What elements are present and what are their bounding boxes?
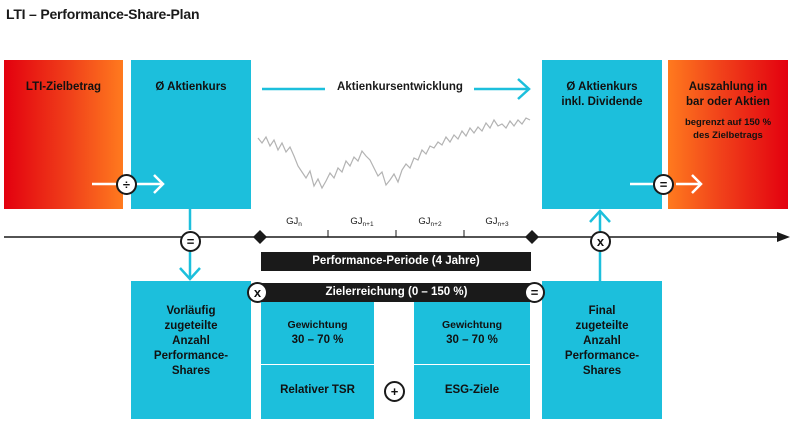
final-shares-box: Final zugeteilte Anzahl Performance- Sha… xyxy=(542,281,662,419)
fiscal-year-1: GJn xyxy=(286,216,302,228)
down-connector-head xyxy=(179,267,201,281)
up-connector-head xyxy=(589,209,611,223)
plus-operator-icon: + xyxy=(384,381,405,402)
weight1-divider xyxy=(261,364,374,365)
esg-goals-label: ESG-Ziele xyxy=(444,384,500,396)
page-title: LTI – Performance-Share-Plan xyxy=(6,6,200,22)
payout-line1: Auszahlung in xyxy=(688,81,768,93)
final-line-4: Shares xyxy=(582,365,622,377)
prelim-line-2: Anzahl xyxy=(172,335,210,347)
prelim-line-4: Shares xyxy=(171,365,211,377)
lti-target-label: LTI-Zielbetrag xyxy=(25,81,102,93)
avg-price-dividend-line2: inkl. Dividende xyxy=(561,96,643,108)
preliminary-shares-box: Vorläufig zugeteilte Anzahl Performance-… xyxy=(131,281,251,419)
weight1-line1: Gewichtung xyxy=(287,319,348,331)
payout-line2: bar oder Aktien xyxy=(686,96,770,108)
development-arrow-head xyxy=(517,78,531,100)
weight2-line2: 30 – 70 % xyxy=(446,334,498,346)
payout-note-line2: des Zielbetrags xyxy=(693,130,763,141)
weight2-divider xyxy=(414,364,530,365)
avg-price-dividend-line1: Ø Aktienkurs xyxy=(566,81,638,93)
prelim-line-0: Vorläufig xyxy=(166,305,216,317)
period-start-diamond xyxy=(253,230,267,244)
final-line-1: zugeteilte xyxy=(575,320,629,332)
relative-tsr-label: Relativer TSR xyxy=(280,384,355,396)
divide-operator-icon: ÷ xyxy=(116,174,137,195)
payout-arrow-head xyxy=(691,174,703,194)
weight2-line1: Gewichtung xyxy=(441,319,503,331)
divide-arrow-head xyxy=(153,174,165,194)
weight1-line2: 30 – 70 % xyxy=(291,334,344,346)
payout-box: Auszahlung in bar oder Aktien begrenzt a… xyxy=(668,60,788,209)
prelim-line-3: Performance- xyxy=(153,350,229,362)
multiply-timeline-operator-icon: x xyxy=(590,231,611,252)
prelim-line-1: zugeteilte xyxy=(164,320,218,332)
fiscal-year-4: GJn+3 xyxy=(485,216,509,228)
stock-price-line xyxy=(257,117,531,190)
final-line-2: Anzahl xyxy=(583,335,621,347)
price-development-label: Aktienkursentwicklung xyxy=(337,81,463,93)
payout-note-line1: begrenzt auf 150 % xyxy=(684,117,772,128)
equals-bar-operator-icon: = xyxy=(524,282,545,303)
fiscal-year-3: GJn+2 xyxy=(418,216,442,228)
timeline-arrowhead xyxy=(777,232,790,242)
fiscal-year-2: GJn+1 xyxy=(350,216,374,228)
payout-equals-operator-icon: = xyxy=(653,174,674,195)
multiply-bar-operator-icon: x xyxy=(247,282,268,303)
performance-period-bar: Performance-Periode (4 Jahre) xyxy=(261,252,531,271)
final-line-3: Performance- xyxy=(564,350,640,362)
period-end-diamond xyxy=(525,230,539,244)
avg-price-label: Ø Aktienkurs xyxy=(155,81,227,93)
weight-esg-box: Gewichtung 30 – 70 % ESG-Ziele xyxy=(414,300,530,419)
weight-tsr-box: Gewichtung 30 – 70 % Relativer TSR xyxy=(261,300,374,419)
equals-left-operator-icon: = xyxy=(180,231,201,252)
target-achievement-bar: Zielerreichung (0 – 150 %) xyxy=(258,283,535,302)
final-line-0: Final xyxy=(588,305,616,317)
